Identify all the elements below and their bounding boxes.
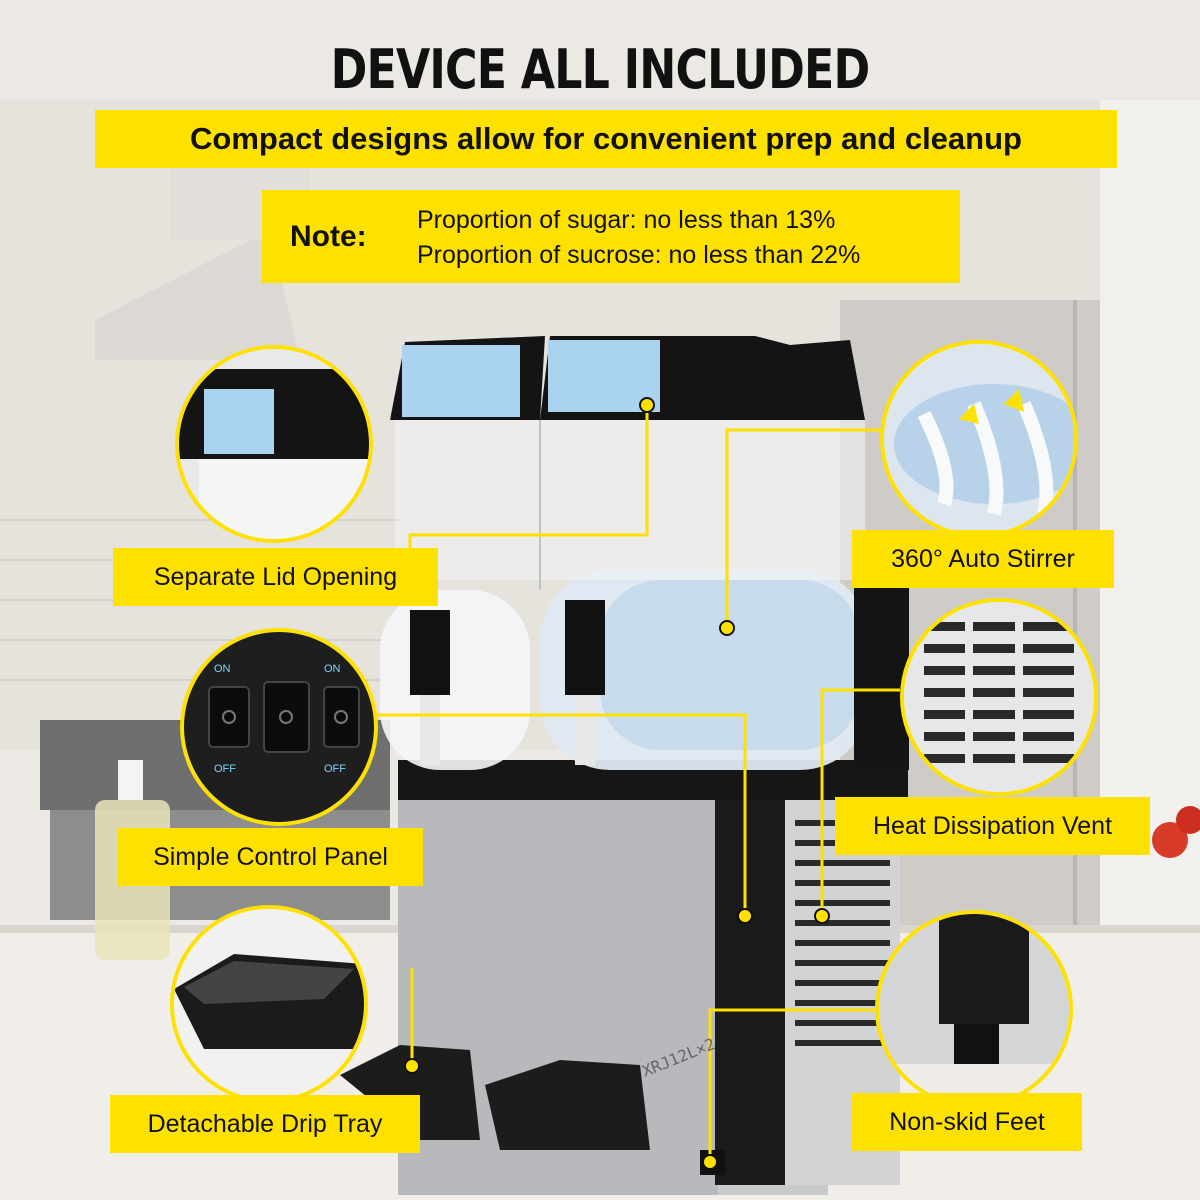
note-label: Note: — [290, 220, 367, 253]
lid-detail-circle — [175, 345, 373, 543]
subtitle-text: Compact designs allow for convenient pre… — [190, 121, 1022, 156]
note-sucrose-line: Proportion of sucrose: no less than 22% — [417, 241, 861, 269]
panel-off-left: OFF — [214, 763, 236, 775]
label-drip-tray: Detachable Drip Tray — [110, 1095, 420, 1153]
vent-circle — [900, 598, 1098, 796]
stirrer-circle — [880, 340, 1078, 538]
label-auto-stirrer: 360° Auto Stirrer — [852, 530, 1114, 588]
label-non-skid-feet: Non-skid Feet — [852, 1093, 1082, 1151]
feet-circle — [875, 910, 1073, 1108]
label-heat-vent: Heat Dissipation Vent — [835, 797, 1150, 855]
subtitle-banner: Compact designs allow for convenient pre… — [95, 110, 1117, 168]
note-box: Note: Proportion of sugar: no less than … — [262, 190, 960, 283]
drip-tray-circle — [170, 905, 368, 1103]
control-panel-circle: ON OFF ON OFF — [180, 628, 378, 826]
label-separate-lid: Separate Lid Opening — [113, 548, 438, 606]
note-sugar-line: Proportion of sugar: no less than 13% — [417, 206, 836, 234]
panel-off-right: OFF — [324, 763, 346, 775]
label-control-panel: Simple Control Panel — [118, 828, 423, 886]
panel-on-right: ON — [324, 663, 341, 675]
panel-on-left: ON — [214, 663, 231, 675]
page-title: DEVICE ALL INCLUDED — [330, 38, 871, 101]
